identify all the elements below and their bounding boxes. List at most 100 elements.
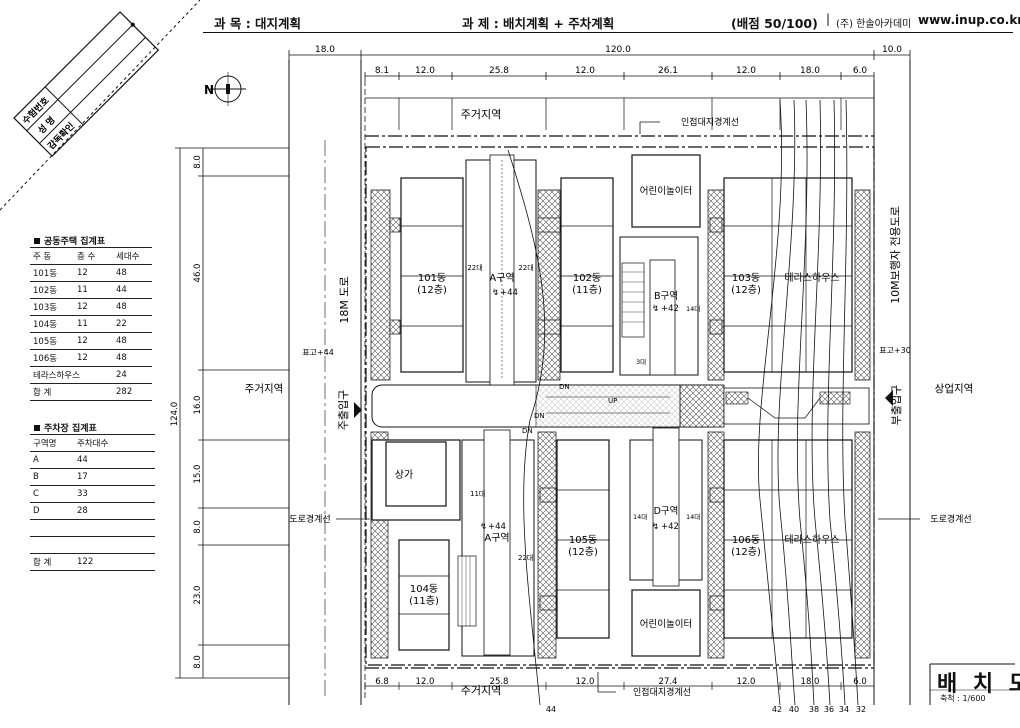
b105-label: 105동 <box>569 534 597 546</box>
dim-bot-4: 27.4 <box>659 677 678 687</box>
left-dimensions <box>175 147 289 679</box>
table-row: 104동 11 22 <box>30 315 152 333</box>
count-a1: 22대 <box>467 264 482 272</box>
count-b2: 3대 <box>636 358 646 366</box>
ramp-dn-1: DN <box>559 383 570 391</box>
c-sym: ↯ <box>480 522 487 532</box>
subject-title: 과 목 : 대지계획 <box>214 16 302 31</box>
playground-south <box>631 589 701 657</box>
task-title: 과 제 : 배치계획 + 주차계획 <box>462 16 615 31</box>
top-dimension-lines <box>288 50 911 700</box>
north-neighbor: 주거지역 인접대지경계선 <box>365 97 874 137</box>
drawing-title: 배 치 도 <box>937 672 1020 697</box>
table-total-row: 합 계 122 <box>30 553 155 571</box>
dim-left-4: 8.0 <box>193 520 203 534</box>
dim-bot-5: 12.0 <box>737 677 756 687</box>
dim-left-0: 8.0 <box>193 155 203 169</box>
contour-32: 32 <box>856 705 866 714</box>
dim-sub-5: 12.0 <box>736 66 756 76</box>
score-label: (배점 50/100) <box>731 16 818 31</box>
total-label: 합 계 <box>30 553 74 571</box>
title-block <box>929 663 1015 705</box>
table-row: 101동 12 48 <box>30 264 152 282</box>
building-101 <box>400 177 464 373</box>
road-east-label: 10M보행자 전용도로 <box>889 206 902 304</box>
drawing-scale: 축척 : 1/600 <box>940 694 986 703</box>
terrace-north-label: 테라스하우스 <box>784 271 839 284</box>
parking-table-title: 주차장 집계표 <box>34 421 97 434</box>
ramp-dn-3: DN <box>522 427 533 435</box>
b106-floors: (12층) <box>731 546 761 558</box>
count-a2: 22대 <box>518 264 533 272</box>
c-level: +44 <box>488 522 506 532</box>
table-total-row: 합 계 282 <box>30 383 152 401</box>
table-row: 105동 12 48 <box>30 332 152 350</box>
contour-lines <box>507 99 859 706</box>
table-row: 102동 11 44 <box>30 281 152 299</box>
dim-left-6: 8.0 <box>193 655 203 669</box>
zone-west: 주거지역 <box>245 383 284 395</box>
road-boundary-left: 도로경계선 <box>289 513 330 525</box>
b-level: +42 <box>661 304 679 314</box>
b-sym: ↯ <box>652 304 659 314</box>
contour-34: 34 <box>839 705 849 714</box>
c-zone-label: A구역 <box>484 532 509 544</box>
dim-left-5: 23.0 <box>193 586 203 605</box>
road-west-label: 18M 도로 <box>338 276 351 323</box>
d-level: +42 <box>661 522 679 532</box>
count-c1: 11대 <box>470 490 485 498</box>
ramp-up: UP <box>608 397 617 405</box>
b102-floors: (11층) <box>572 284 602 296</box>
dim-sub-4: 26.1 <box>658 66 678 76</box>
b101-label: 101동 <box>418 272 446 284</box>
table-row: 103동 12 48 <box>30 298 152 316</box>
east-road: 10M보행자 전용도로 부출입구 표고+30 상업지역 도로경계선 <box>873 60 974 705</box>
b104-label: 104동 <box>410 583 438 595</box>
dim-sub-1: 12.0 <box>415 66 435 76</box>
d-sym: ↯ <box>652 522 659 532</box>
b103-label: 103동 <box>732 272 760 284</box>
zone-north: 주거지역 <box>461 108 501 121</box>
dim-bot-7: 6.0 <box>853 677 867 687</box>
housing-table-title: 공동주택 집계표 <box>34 234 105 247</box>
dim-top-2: 10.0 <box>882 45 902 55</box>
dim-bot-1: 12.0 <box>416 677 435 687</box>
shop-label: 상가 <box>395 469 413 481</box>
parking-d: D구역 ↯ +42 14대 14대 <box>629 427 703 587</box>
zone-south: 주거지역 <box>461 684 501 697</box>
ramp-dn-2: DN <box>534 412 545 420</box>
building-105 <box>556 439 610 639</box>
playground-north-label: 어린이놀이터 <box>640 186 692 197</box>
count-b1: 14대 <box>686 305 700 313</box>
building-103 <box>723 177 853 373</box>
contour-40: 40 <box>789 705 799 714</box>
dim-left-total: 124.0 <box>170 402 180 426</box>
header-divider: | <box>826 12 831 26</box>
b105-floors: (12층) <box>568 546 598 558</box>
count-d1: 14대 <box>633 513 647 521</box>
parking-a-north: 22대 22대 A구역 ↯ +44 <box>465 154 537 386</box>
dim-left-3: 15.0 <box>193 465 203 484</box>
building-102 <box>560 177 614 373</box>
table-row <box>30 536 155 554</box>
dim-sub-2: 25.8 <box>489 66 509 76</box>
b102-label: 102동 <box>573 272 601 284</box>
dim-bot-6: 18.0 <box>801 677 820 687</box>
table-header-row: 주 동 층 수 세대수 <box>30 247 152 265</box>
zone-east: 상업지역 <box>935 382 974 395</box>
d-zone-label: D구역 <box>654 506 679 517</box>
b-zone-label: B구역 <box>654 291 678 302</box>
internal-road: DN DN UP DN <box>371 383 870 435</box>
dim-bot-3: 12.0 <box>576 677 595 687</box>
dim-top-1: 120.0 <box>605 45 631 55</box>
table-header-row: 구역명 주차대수 <box>30 434 155 452</box>
south-neighbor: 주거지역 인접대지경계선 <box>364 667 875 698</box>
stamp-area: 수험번호 성 명 감독확인 <box>0 0 200 211</box>
header-rule <box>203 32 1013 33</box>
academy-name: (주) 한솔아카데미 <box>836 19 912 30</box>
b104-floors: (11층) <box>409 595 439 607</box>
b106-label: 106동 <box>732 534 760 546</box>
